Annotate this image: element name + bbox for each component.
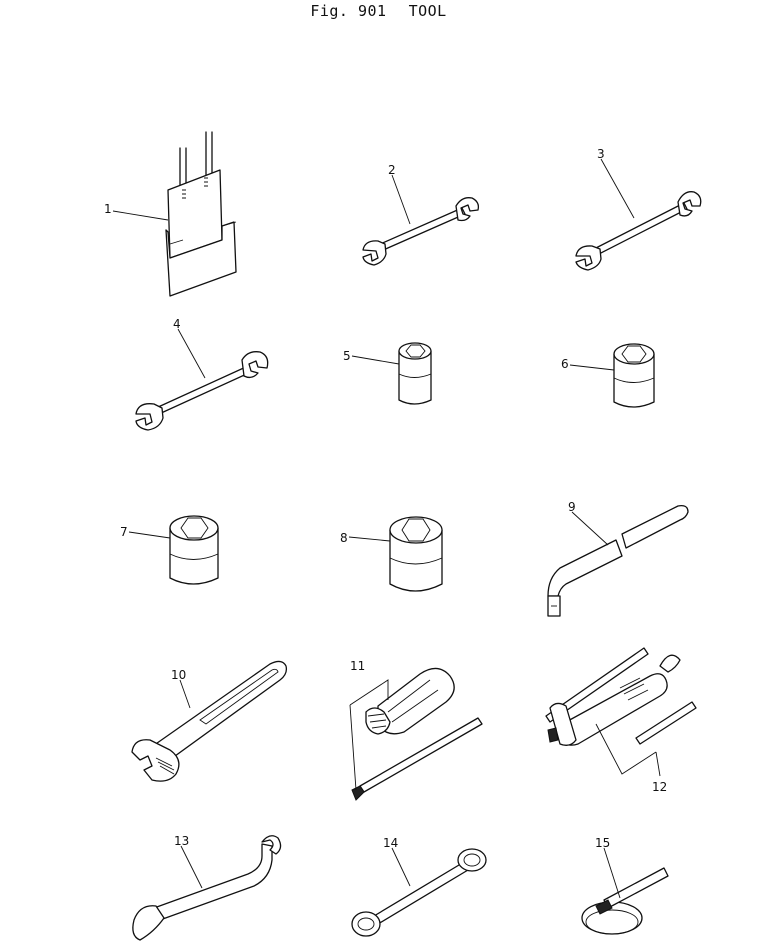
l-handle-bar-9-drawing — [547, 504, 689, 617]
socket-5-drawing — [351, 342, 432, 405]
grease-gun-12-drawing — [545, 647, 697, 777]
figure-label: Fig. 901 — [310, 2, 387, 20]
figure-title-row: Fig. 901 TOOL — [0, 2, 757, 20]
callout-15: 15 — [595, 836, 610, 850]
filter-wrench-15-drawing — [581, 847, 669, 935]
hook-spanner-13-drawing — [132, 835, 282, 941]
callout-7: 7 — [120, 525, 128, 539]
tool-bag-drawing — [112, 131, 237, 297]
adjustable-wrench-10-drawing — [131, 660, 288, 782]
socket-7-drawing — [128, 515, 219, 585]
screwdriver-11-drawing — [349, 667, 483, 801]
callout-13: 13 — [174, 834, 189, 848]
callout-1: 1 — [104, 202, 112, 216]
box-wrench-14-drawing — [351, 847, 487, 937]
socket-8-drawing — [348, 516, 443, 592]
callout-12: 12 — [652, 780, 667, 794]
callout-6: 6 — [561, 357, 569, 371]
callout-5: 5 — [343, 349, 351, 363]
open-end-wrench-4-drawing — [135, 328, 269, 431]
callout-11: 11 — [350, 659, 365, 673]
callout-4: 4 — [173, 317, 181, 331]
callout-3: 3 — [597, 147, 605, 161]
open-end-wrench-2-drawing — [362, 174, 480, 266]
socket-6-drawing — [569, 343, 655, 408]
figure-title: TOOL — [408, 2, 447, 20]
callout-14: 14 — [383, 836, 398, 850]
callout-numbers: 1 2 3 4 5 6 7 8 9 10 11 12 13 14 15 — [104, 147, 667, 850]
callout-8: 8 — [340, 531, 348, 545]
callout-9: 9 — [568, 500, 576, 514]
open-end-wrench-3-drawing — [575, 158, 702, 271]
callout-2: 2 — [388, 163, 396, 177]
callout-10: 10 — [171, 668, 186, 682]
